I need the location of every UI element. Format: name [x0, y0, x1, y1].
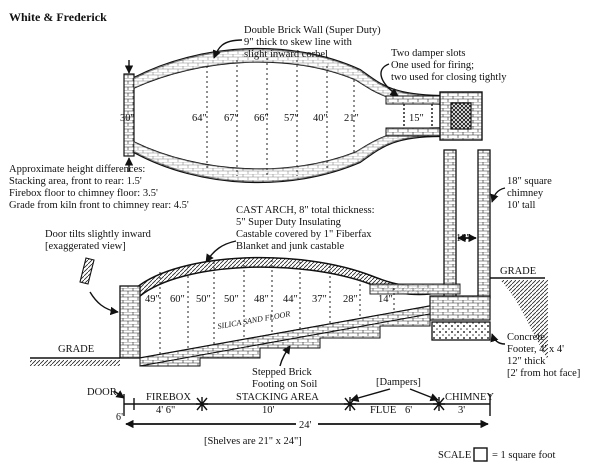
- section-height-label: 14": [378, 294, 393, 305]
- svg-text:5" Super Duty Insulating: 5" Super Duty Insulating: [236, 217, 342, 228]
- plan-width-label: 66": [254, 113, 269, 124]
- svg-text:Footer, 4' x 4': Footer, 4' x 4': [507, 344, 564, 355]
- chimney-width-label: 18": [456, 233, 471, 244]
- grade-right-label: GRADE: [500, 266, 536, 277]
- svg-text:Footing on Soil: Footing on Soil: [252, 379, 317, 390]
- height-notes: Approximate height differences: Stacking…: [9, 164, 189, 211]
- door-label: DOOR: [87, 387, 117, 398]
- svg-text:[exaggerated view]: [exaggerated view]: [45, 241, 126, 252]
- svg-text:Blanket and junk castable: Blanket and junk castable: [236, 241, 345, 252]
- grade-left-label: GRADE: [58, 344, 94, 355]
- wall-note: slight inward corbel: [244, 49, 328, 60]
- dampers-label: [Dampers]: [376, 377, 421, 388]
- chimney-note: 18" square: [507, 176, 552, 187]
- plan-width-label: 64": [192, 113, 207, 124]
- svg-text:Castable covered by 1" Fiberfa: Castable covered by 1" Fiberfax: [236, 229, 372, 240]
- chimney-note: chimney: [507, 188, 544, 199]
- plan-width-label: 30": [120, 113, 135, 124]
- diagram-title: White & Frederick: [9, 10, 107, 24]
- wall-note: 9" thick to skew line with: [244, 37, 353, 48]
- section-height-label: 37": [312, 294, 327, 305]
- svg-text:CAST ARCH, 8" total thickness:: CAST ARCH, 8" total thickness:: [236, 205, 375, 216]
- door-note: Door tilts slightly inward [exaggerated …: [45, 229, 152, 316]
- svg-text:12" thick: 12" thick: [507, 356, 546, 367]
- footer-note: Concrete Footer, 4' x 4' 12" thick [2' f…: [490, 332, 580, 379]
- wall-note: Double Brick Wall (Super Duty): [244, 25, 381, 36]
- plan-width-label: 21": [344, 113, 359, 124]
- arch-notes: CAST ARCH, 8" total thickness: 5" Super …: [205, 205, 375, 263]
- footing-note: Stepped Brick Footing on Soil: [252, 345, 317, 390]
- plan-width-label: 15": [409, 113, 424, 124]
- section-label: STACKING AREA: [236, 392, 319, 403]
- section-height-label: 49": [145, 294, 160, 305]
- shelves-note: [Shelves are 21" x 24"]: [204, 436, 302, 447]
- section-view: SILICA SAND FLOOR 49" 60" 50" 50" 48" 44…: [30, 256, 548, 367]
- damper-note: One used for firing;: [391, 60, 474, 71]
- chimney-note: 10' tall: [507, 200, 536, 211]
- svg-text:Door tilts slightly inward: Door tilts slightly inward: [45, 229, 152, 240]
- total-length-label: 24': [299, 420, 312, 431]
- section-height-label: 50": [224, 294, 239, 305]
- section-dim: 4' 6": [156, 405, 175, 416]
- scale-square-icon: [473, 447, 488, 462]
- svg-text:Approximate height differences: Approximate height differences:: [9, 164, 145, 175]
- svg-text:Stacking area, front to rear:: Stacking area, front to rear: 1.5': [9, 176, 142, 187]
- section-label: FLUE: [370, 405, 396, 416]
- plan-width-label: 67": [224, 113, 239, 124]
- section-label: FIREBOX: [146, 392, 191, 403]
- scale-label: SCALE: [438, 450, 471, 461]
- svg-text:Stepped Brick: Stepped Brick: [252, 367, 313, 378]
- scale-text: = 1 square foot: [492, 450, 555, 461]
- section-height-label: 44": [283, 294, 298, 305]
- section-height-label: 48": [254, 294, 269, 305]
- plan-width-label: 40": [313, 113, 328, 124]
- floor-label: SILICA SAND FLOOR: [217, 309, 291, 331]
- svg-text:Firebox floor to chimney floor: Firebox floor to chimney floor: 3.5': [9, 188, 158, 199]
- damper-note: two used for closing tightly: [391, 72, 507, 83]
- svg-text:Concrete: Concrete: [507, 332, 545, 343]
- plan-width-label: 57": [284, 113, 299, 124]
- svg-text:[2' from hot face]: [2' from hot face]: [507, 368, 580, 379]
- plan-view: 30" 64" 67" 66" 57" 40" 21" 15" Double B…: [120, 25, 507, 184]
- door-dim-label: 6": [116, 412, 125, 423]
- svg-text:Grade from kiln front to chimn: Grade from kiln front to chimney rear: 4…: [9, 200, 189, 211]
- section-label: CHIMNEY: [445, 392, 494, 403]
- scale-legend: SCALE = 1 square foot: [438, 447, 555, 462]
- damper-note: Two damper slots: [391, 48, 466, 59]
- section-dim: 10': [262, 405, 275, 416]
- section-height-label: 60": [170, 294, 185, 305]
- section-height-label: 28": [343, 294, 358, 305]
- section-height-label: 50": [196, 294, 211, 305]
- bottom-dimensions: DOOR 6" FIREBOX 4' 6" STACKING AREA 10' …: [87, 377, 494, 447]
- section-dim: 3': [458, 405, 465, 416]
- section-dim: 6': [405, 405, 412, 416]
